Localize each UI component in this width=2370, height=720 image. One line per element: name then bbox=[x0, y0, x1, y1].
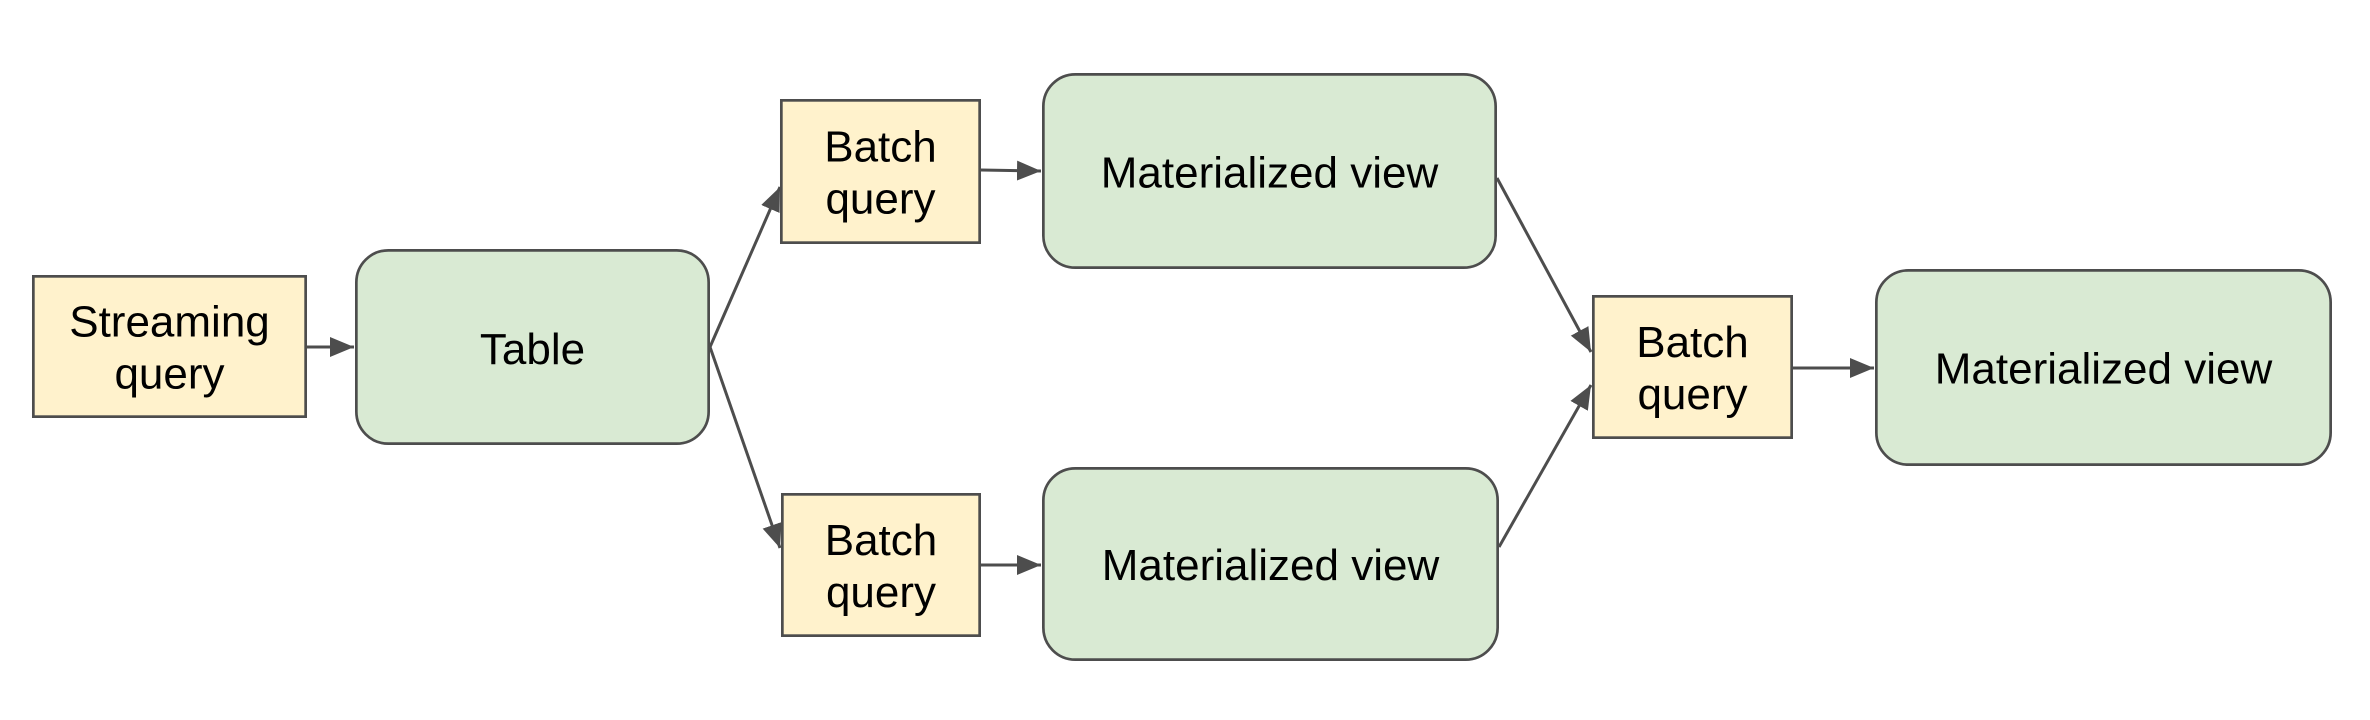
svg-text:Materialized view: Materialized view bbox=[1102, 541, 1440, 590]
svg-text:Materialized view: Materialized view bbox=[1935, 345, 2273, 394]
svg-text:Streaming: Streaming bbox=[69, 298, 270, 347]
svg-text:Batch: Batch bbox=[825, 516, 938, 565]
svg-text:query: query bbox=[826, 568, 936, 617]
svg-text:query: query bbox=[114, 350, 224, 399]
svg-text:Materialized view: Materialized view bbox=[1101, 149, 1439, 198]
svg-text:Batch: Batch bbox=[824, 123, 937, 172]
svg-text:query: query bbox=[1637, 370, 1747, 419]
svg-text:Batch: Batch bbox=[1636, 318, 1749, 367]
svg-text:query: query bbox=[825, 175, 935, 224]
svg-text:Table: Table bbox=[480, 325, 585, 374]
